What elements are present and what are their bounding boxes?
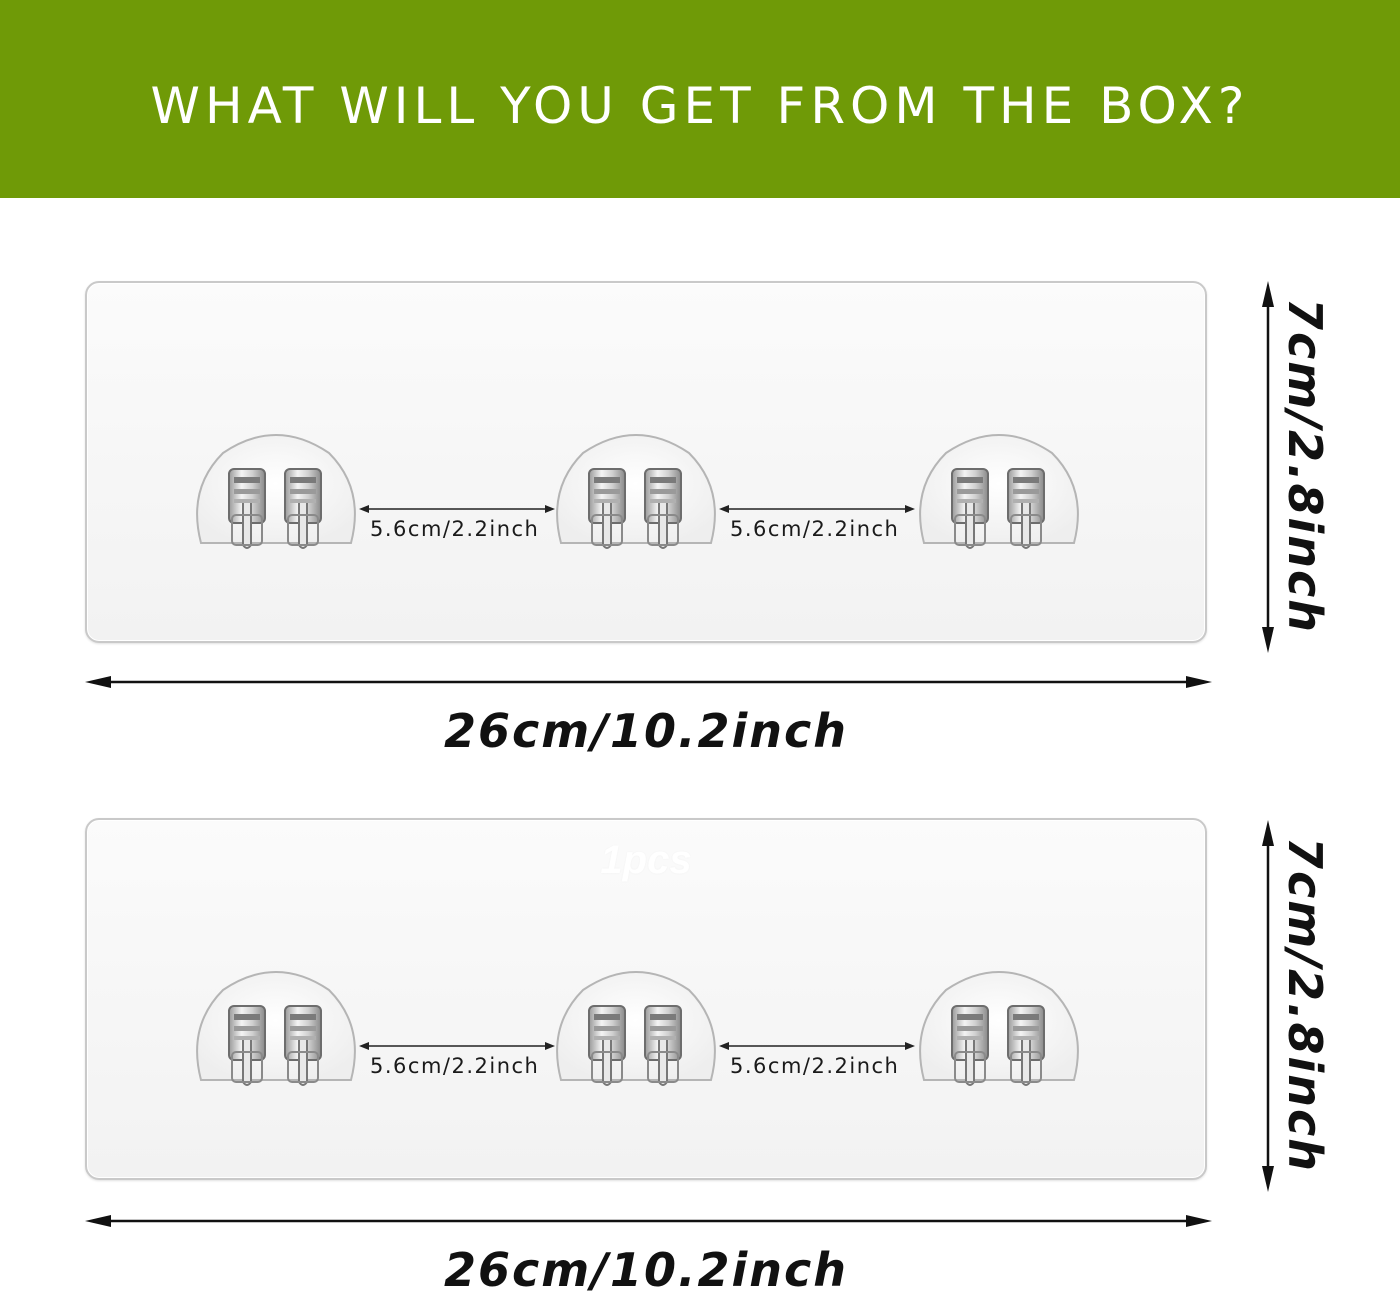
hook-disc-icon (916, 968, 1082, 1098)
hook-disc-icon (193, 431, 359, 561)
hook-disc-icon (553, 968, 719, 1098)
width-label: 26cm/10.2inch (444, 704, 849, 758)
panel-watermark: 1pcs (600, 838, 692, 882)
hook-disc-icon (553, 431, 719, 561)
width-dimension-arrow (85, 674, 1212, 690)
width-dimension-arrow (85, 1213, 1212, 1229)
header-banner: WHAT WILL YOU GET FROM THE BOX? (0, 0, 1400, 198)
spacing-arrow (719, 1040, 915, 1052)
hook-disc-icon (193, 968, 359, 1098)
hook-disc-icon (916, 431, 1082, 561)
spacing-label: 5.6cm/2.2inch (370, 517, 540, 541)
spacing-label: 5.6cm/2.2inch (370, 1054, 540, 1078)
spacing-label: 5.6cm/2.2inch (730, 517, 900, 541)
height-dimension-arrow (1260, 281, 1276, 653)
height-dimension-arrow (1260, 820, 1276, 1192)
adhesive-strip-panel-2: 1pcs 5.6cm/2.2inch 5.6cm/2.2inch (85, 818, 1207, 1180)
spacing-arrow (719, 503, 915, 515)
spacing-label: 5.6cm/2.2inch (730, 1054, 900, 1078)
width-label: 26cm/10.2inch (444, 1243, 849, 1297)
adhesive-strip-panel-1: 5.6cm/2.2inch 5.6cm/2.2inch (85, 281, 1207, 643)
banner-title: WHAT WILL YOU GET FROM THE BOX? (150, 77, 1250, 135)
spacing-arrow (359, 503, 555, 515)
spacing-arrow (359, 1040, 555, 1052)
height-label: 7cm/2.8inch (1278, 836, 1332, 1174)
height-label: 7cm/2.8inch (1278, 297, 1332, 635)
